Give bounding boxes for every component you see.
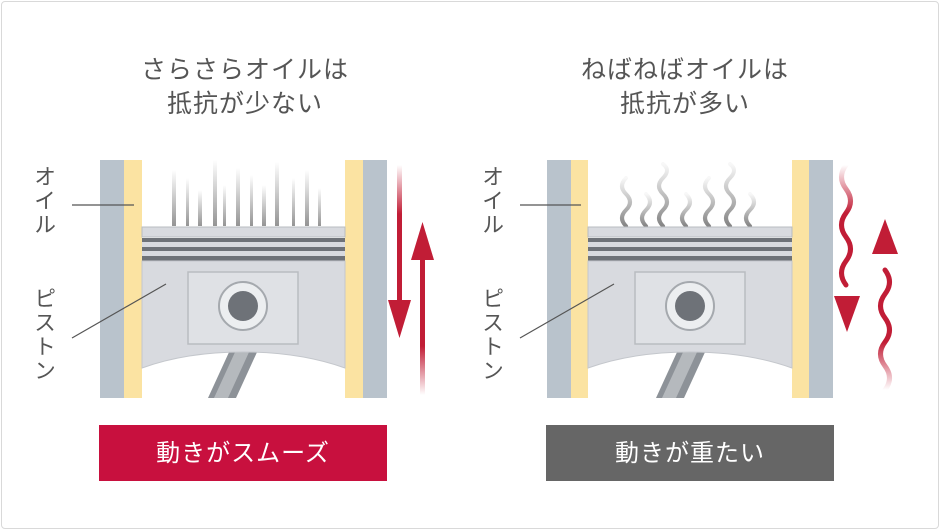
label-piston: ピストン — [478, 287, 503, 383]
piston-diagram-smooth — [71, 160, 434, 398]
label-oil: オイル — [478, 165, 503, 237]
panel-title: さらさらオイルは 抵抗が少ない — [10, 53, 480, 121]
oil-film-left — [571, 160, 588, 398]
cylinder-wall-right — [363, 160, 387, 398]
heat-wave-icon — [620, 162, 756, 228]
oil-film-right — [792, 160, 809, 398]
title-line-1: ねばねばオイルは — [580, 55, 789, 84]
piston — [141, 226, 346, 369]
title-line-1: さらさらオイルは — [140, 55, 349, 84]
wavy-up-down-arrow-icon — [834, 162, 898, 393]
piston-diagram-viscous — [519, 160, 898, 398]
status-badge-smooth: 動きがスムーズ — [99, 425, 387, 481]
label-piston: ピストン — [30, 287, 55, 383]
panel-viscous-oil: ねばねばオイルは 抵抗が多い — [450, 0, 920, 530]
oil-film-left — [124, 160, 142, 398]
up-down-arrow-icon — [388, 165, 434, 395]
cylinder-wall-left — [100, 160, 124, 398]
status-badge-heavy: 動きが重たい — [546, 425, 834, 481]
panel-title: ねばねばオイルは 抵抗が多い — [450, 53, 920, 121]
panel-smooth-oil: さらさらオイルは 抵抗が少ない — [30, 55, 434, 481]
label-oil: オイル — [30, 165, 55, 237]
cylinder-wall-left — [547, 160, 571, 398]
motion-streaks — [172, 160, 321, 226]
oil-film-right — [345, 160, 363, 398]
title-line-2: 抵抗が多い — [619, 89, 750, 118]
cylinder-wall-right — [809, 160, 833, 398]
piston-leader-line — [71, 283, 167, 339]
title-line-2: 抵抗が少ない — [166, 89, 323, 118]
piston — [587, 226, 793, 369]
piston-leader-line — [519, 283, 615, 339]
